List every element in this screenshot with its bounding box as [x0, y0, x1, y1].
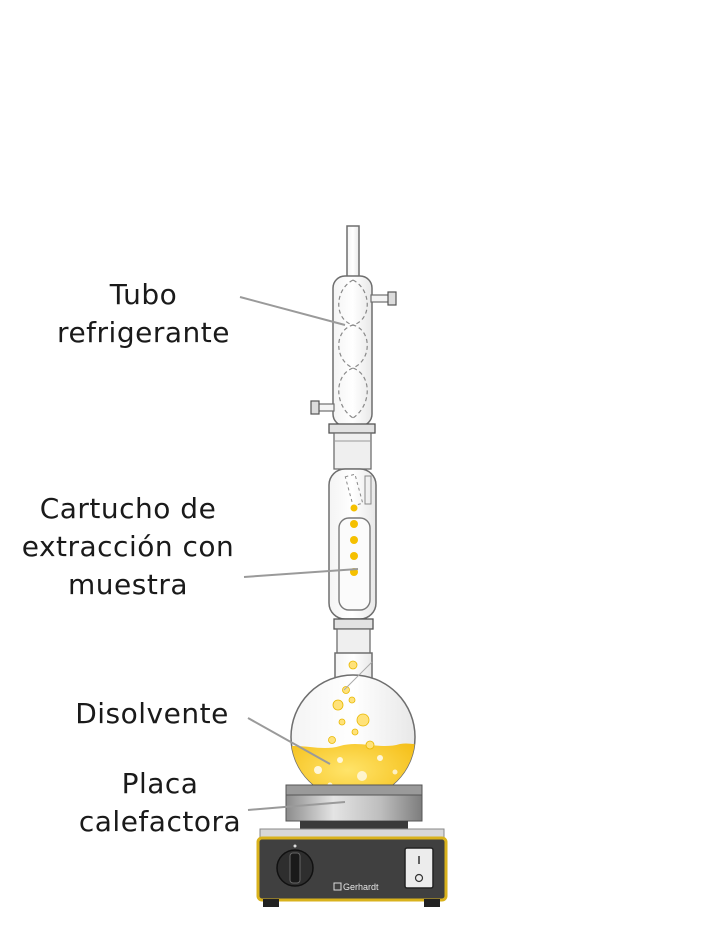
- extraction-thimble: [338, 504, 371, 611]
- brand-name: Gerhardt: [343, 882, 379, 892]
- label-solvent: Disolvente: [68, 695, 236, 733]
- label-condenser: Tubo refrigerante: [56, 276, 231, 352]
- hot-plate: Gerhardt: [256, 784, 448, 907]
- power-switch: [404, 847, 434, 889]
- temperature-knob: [276, 844, 314, 887]
- label-thimble-line-3: muestra: [68, 568, 188, 601]
- label-thimble-line-1: Cartucho de: [39, 492, 217, 525]
- leader-line-solvent: [247, 717, 331, 765]
- leader-line-hotplate: [247, 801, 346, 811]
- extraction-chamber: [328, 468, 377, 620]
- label-hotplate-line-1: Placa: [121, 767, 199, 800]
- label-thimble-line-2: extracción con: [21, 530, 235, 563]
- label-solvent-line-1: Disolvente: [75, 697, 229, 730]
- label-condenser-line-1: Tubo: [109, 278, 178, 311]
- label-hotplate: Placa calefactora: [72, 765, 248, 841]
- brand-logo-icon: [333, 882, 342, 891]
- label-hotplate-line-2: calefactora: [78, 805, 242, 838]
- flask-joint: [333, 618, 374, 656]
- leader-line-thimble: [243, 568, 359, 578]
- label-condenser-line-2: refrigerante: [57, 316, 230, 349]
- label-thimble: Cartucho de extracción con muestra: [18, 490, 238, 604]
- leader-lines: [239, 296, 359, 811]
- leader-line-condenser: [239, 296, 346, 326]
- condenser: [310, 225, 397, 470]
